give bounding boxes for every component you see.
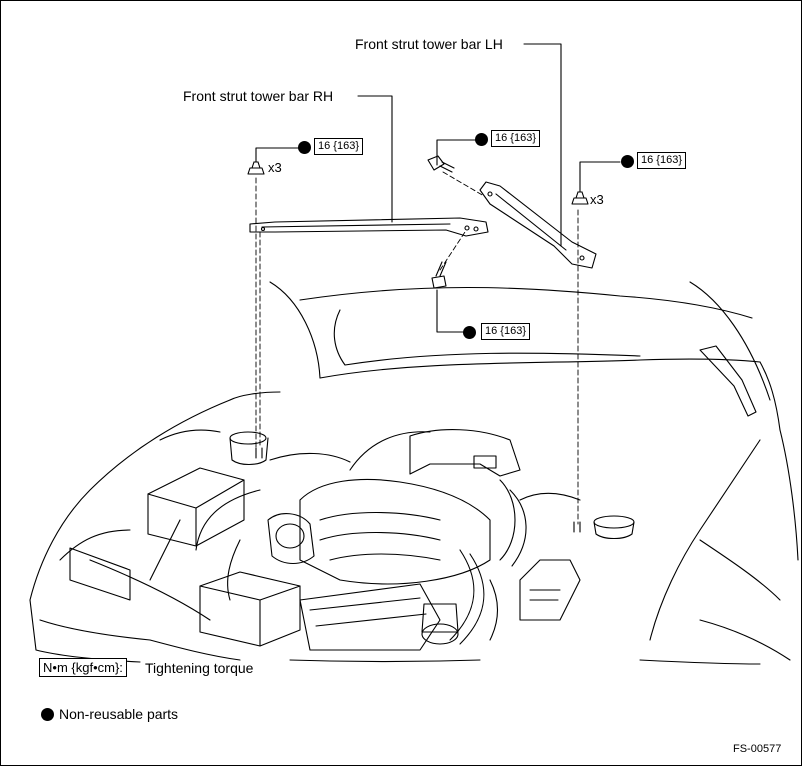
non-reusable-dot-icon [298,141,311,154]
label-strut-bar-lh: Front strut tower bar LH [355,36,503,52]
label-strut-bar-rh: Front strut tower bar RH [183,88,334,104]
torque-center-bolt: 16 {163} [481,323,530,340]
non-reusable-dot-icon [463,326,476,339]
legend-unit-box: N•m {kgf•cm}: [39,658,127,677]
torque-rh-nut: 16 {163} [314,138,363,155]
strut-bar-rh-shape [249,217,489,237]
engine-parts [39,429,635,663]
multiplier-lh: x3 [590,192,604,207]
legend-nonreusable-text: Non-reusable parts [59,706,179,722]
legend-dot-icon [41,708,54,721]
non-reusable-dot-icon [621,155,634,168]
torque-lh-bolt-top: 16 {163} [491,130,540,147]
figure-id: FS-00577 [733,743,782,755]
fasteners [247,155,589,289]
hood [269,281,781,431]
multiplier-rh: x3 [268,160,282,175]
non-reusable-dot-icon [475,133,488,146]
legend-unit-text: Tightening torque [145,660,254,676]
torque-lh-nut: 16 {163} [637,152,686,169]
body-outline [29,391,799,665]
strut-bar-lh-shape [479,181,597,269]
